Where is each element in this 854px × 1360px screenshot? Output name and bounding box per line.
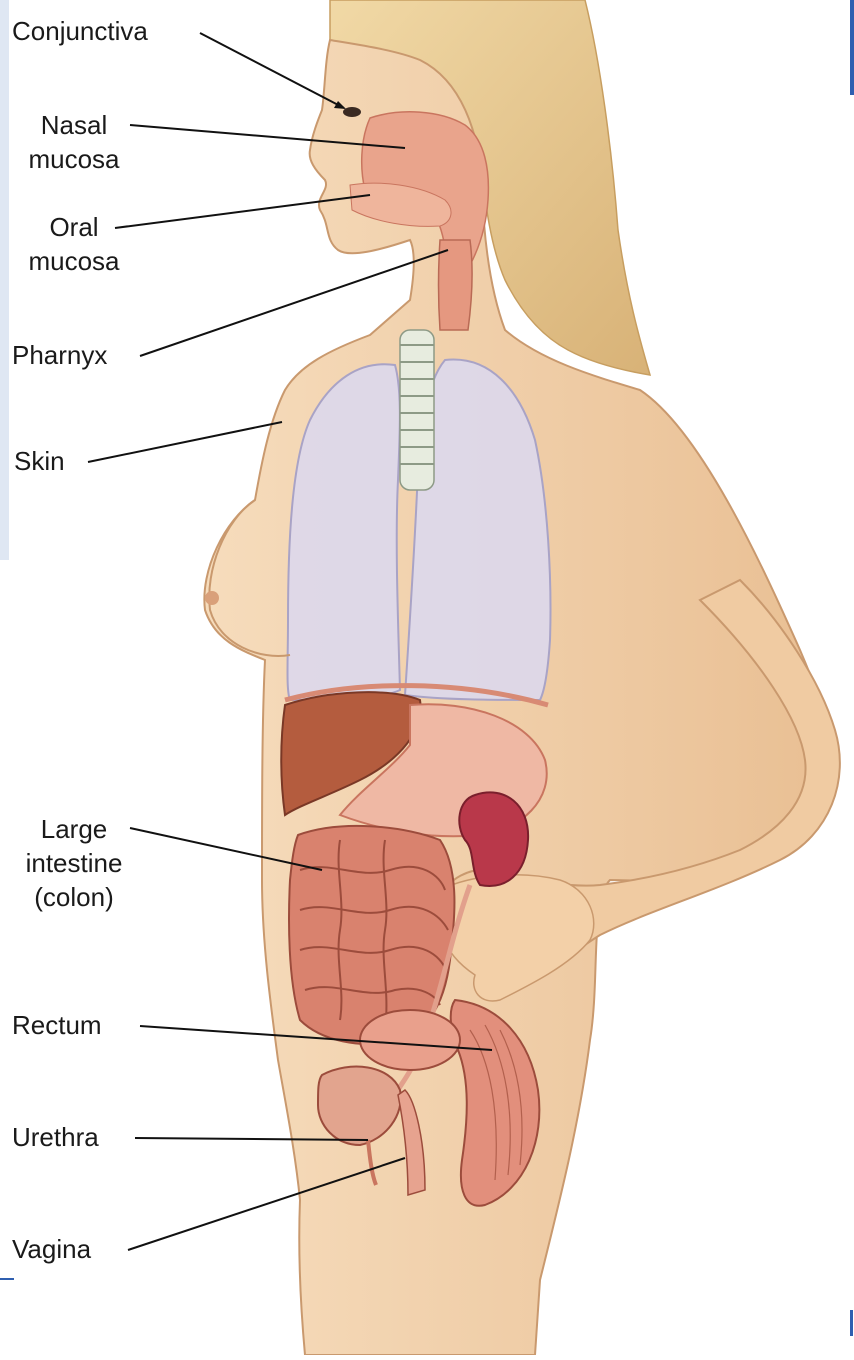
leader-conjunctiva bbox=[200, 33, 344, 108]
label-oral-mucosa: Oral mucosa bbox=[12, 210, 136, 278]
label-skin: Skin bbox=[14, 444, 65, 478]
label-rectum: Rectum bbox=[12, 1008, 102, 1042]
label-pharynx: Pharnyx bbox=[12, 338, 107, 372]
label-large-intestine: Large intestine (colon) bbox=[4, 812, 144, 914]
right-edge-accent bbox=[850, 0, 854, 95]
pharynx bbox=[439, 240, 473, 330]
trachea bbox=[400, 330, 434, 490]
label-conjunctiva: Conjunctiva bbox=[12, 14, 148, 48]
label-nasal-mucosa: Nasal mucosa bbox=[12, 108, 136, 176]
nipple bbox=[205, 591, 219, 605]
label-urethra: Urethra bbox=[12, 1120, 99, 1154]
leader-skin bbox=[88, 422, 282, 462]
bottom-right-tick bbox=[850, 1310, 853, 1336]
label-vagina: Vagina bbox=[12, 1232, 91, 1266]
intestines bbox=[289, 826, 454, 1044]
uterus bbox=[360, 1010, 460, 1070]
bottom-edge-tick bbox=[0, 1278, 14, 1280]
eye bbox=[343, 107, 361, 117]
left-edge-accent bbox=[0, 0, 9, 560]
